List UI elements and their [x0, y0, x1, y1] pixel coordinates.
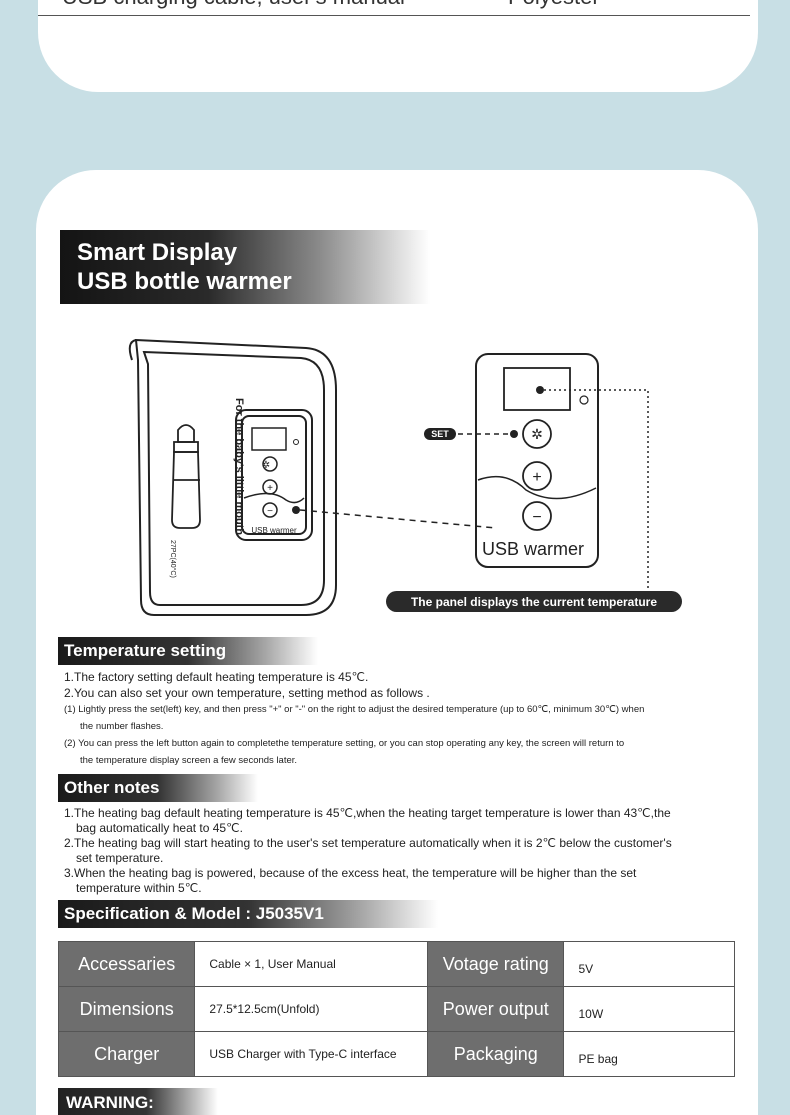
note-2: 2.The heating bag will start heating to … [64, 836, 744, 866]
set-dot [510, 430, 518, 438]
note-3a: 3.When the heating bag is powered, becau… [64, 866, 637, 880]
spec-value: 27.5*12.5cm(Unfold) [194, 986, 429, 1032]
baby-bottle-icon [171, 424, 201, 529]
spec-header: Power output [427, 986, 565, 1032]
temp-line-2: 2.You can also set your own temperature,… [64, 686, 430, 700]
note-3b: temperature within 5℃. [76, 881, 202, 895]
note-1: 1.The heating bag default heating temper… [64, 806, 744, 836]
note-3: 3.When the heating bag is powered, becau… [64, 866, 744, 896]
spec-value: 5V [563, 941, 735, 987]
specification-heading: Specification & Model : J5035V1 [58, 900, 438, 928]
table-row: Accessaries Cable × 1, User Manual Votag… [57, 941, 735, 987]
note-2a: 2.The heating bag will start heating to … [64, 836, 672, 850]
accessories-text: USB charging cable, user's manual [62, 0, 405, 10]
temperature-setting-body: 1.The factory setting default heating te… [64, 669, 744, 769]
bottle-warmer-bag [128, 338, 337, 616]
note-1b: bag automatically heat to 45℃. [76, 821, 243, 835]
table-row: Charger USB Charger with Type-C interfac… [57, 1031, 735, 1077]
spec-value: Cable × 1, User Manual [194, 941, 429, 987]
temp-step-2b: the temperature display screen a few sec… [80, 755, 298, 766]
temp-mark: 27PC(40°C) [169, 540, 177, 578]
screen-dot [536, 386, 544, 394]
spec-value: PE bag [563, 1031, 735, 1077]
bag-plus-icon: + [267, 483, 273, 494]
spec-header: Charger [57, 1031, 196, 1077]
note-2b: set temperature. [76, 851, 164, 865]
title-line-2: USB bottle warmer [77, 268, 292, 295]
other-notes-body: 1.The heating bag default heating temper… [64, 806, 744, 896]
minus-icon: − [532, 509, 541, 526]
plus-icon: + [532, 469, 541, 486]
spec-value: USB Charger with Type-C interface [194, 1031, 429, 1077]
temp-step-2a: (2) You can press the left button again … [64, 738, 625, 749]
spec-header: Votage rating [427, 941, 565, 987]
spec-header: Packaging [427, 1031, 565, 1077]
small-panel-label: USB warmer [251, 526, 297, 535]
caption-text: The panel displays the current temperatu… [411, 595, 657, 609]
product-card: Smart Display USB bottle warmer ✲ + − US… [36, 170, 758, 1115]
spec-header: Dimensions [57, 986, 196, 1032]
specification-table: Accessaries Cable × 1, User Manual Votag… [57, 941, 735, 1077]
product-title-banner: Smart Display USB bottle warmer [60, 230, 430, 304]
spec-value: 10W [563, 986, 735, 1032]
control-panel [475, 353, 599, 568]
temp-step-1a: (1) Lightly press the set(left) key, and… [64, 704, 645, 715]
bag-minus-icon: − [267, 506, 273, 517]
set-label: SET [431, 429, 449, 439]
caption-pill [386, 591, 682, 612]
temp-step-1: (1) Lightly press the set(left) key, and… [64, 701, 744, 735]
table-row: Dimensions 27.5*12.5cm(Unfold) Power out… [57, 986, 735, 1032]
set-tag [424, 428, 456, 440]
temp-line-1: 1.The factory setting default heating te… [64, 670, 369, 684]
panel-label: USB warmer [482, 539, 584, 559]
note-1a: 1.The heating bag default heating temper… [64, 806, 671, 820]
other-notes-heading: Other notes [58, 774, 258, 802]
temp-step-2: (2) You can press the left button again … [64, 735, 744, 769]
spec-header: Accessaries [57, 941, 196, 987]
divider [38, 15, 750, 16]
title-line-1: Smart Display [77, 239, 238, 266]
temp-step-1b: the number flashes. [80, 721, 164, 732]
snowflake-icon: ✲ [531, 426, 543, 442]
warning-heading: WARNING: [58, 1088, 218, 1115]
side-slogan: For the baby's little mouth [233, 398, 245, 535]
top-card: USB charging cable, user's manual Polyes… [38, 0, 758, 92]
bag-star-icon: ✲ [262, 460, 270, 471]
product-illustration: ✲ + − USB warmer For the baby's little m… [128, 338, 682, 616]
bag-button-dot [292, 506, 300, 514]
material-text: Polyester [508, 0, 600, 10]
temperature-setting-heading: Temperature setting [58, 637, 318, 665]
